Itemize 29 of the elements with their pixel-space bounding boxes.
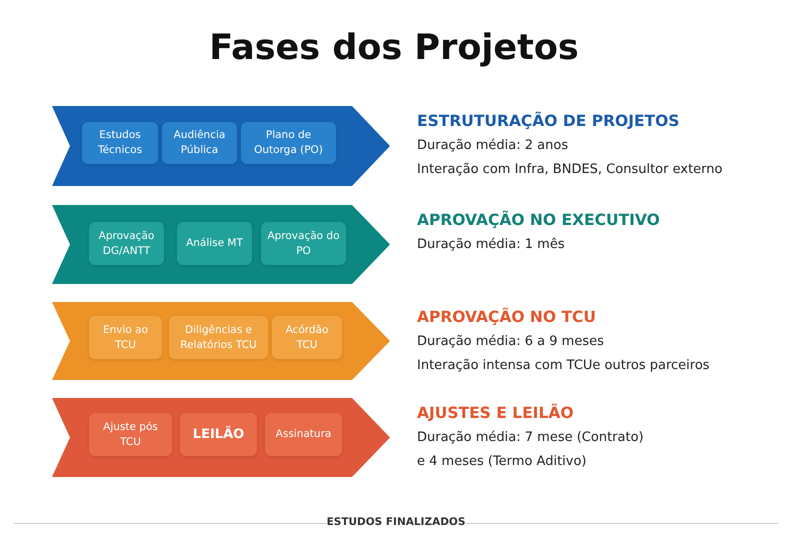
step-box: Audiência Pública [162,122,237,164]
phase-detail: Duração média: 2 anos [417,138,568,153]
phase-detail: Duração média: 1 mês [417,237,565,252]
phase-detail: Interação com Infra, BNDES, Consultor externo [417,162,722,177]
phase-heading: AJUSTES E LEILÃO [417,404,574,422]
step-box: Acórdão TCU [272,316,342,359]
phase-detail: Duração média: 6 a 9 meses [417,334,604,349]
chevron-band [52,106,390,186]
chevron-band [52,398,390,477]
step-box: Estudos Técnicos [82,122,158,164]
step-box: Assinatura [265,413,342,456]
step-box: LEILÃO [180,413,257,456]
step-box: Plano de Outorga (PO) [241,122,336,164]
step-box: Diligências e Relatórios TCU [169,316,268,359]
chevron-band [52,302,390,380]
step-box: Aprovação DG/ANTT [89,222,164,265]
phase-heading: APROVAÇÃO NO EXECUTIVO [417,211,660,229]
step-box: Análise MT [177,222,252,265]
step-box: Ajuste pós TCU [89,413,172,456]
chevron-band [52,205,390,284]
phase-detail: Duração média: 7 mese (Contrato) [417,430,644,445]
footer-label: ESTUDOS FINALIZADOS [326,516,466,528]
phase-heading: APROVAÇÃO NO TCU [417,308,596,326]
phase-detail: Interação intensa com TCUe outros parceiros [417,358,710,373]
phase-heading: ESTRUTURAÇÃO DE PROJETOS [417,112,680,130]
title: Fases dos Projetos [208,28,580,68]
step-box: Aprovação do PO [261,222,346,265]
step-box: Envio ao TCU [89,316,162,359]
phase-detail: e 4 meses (Termo Aditivo) [417,454,586,469]
